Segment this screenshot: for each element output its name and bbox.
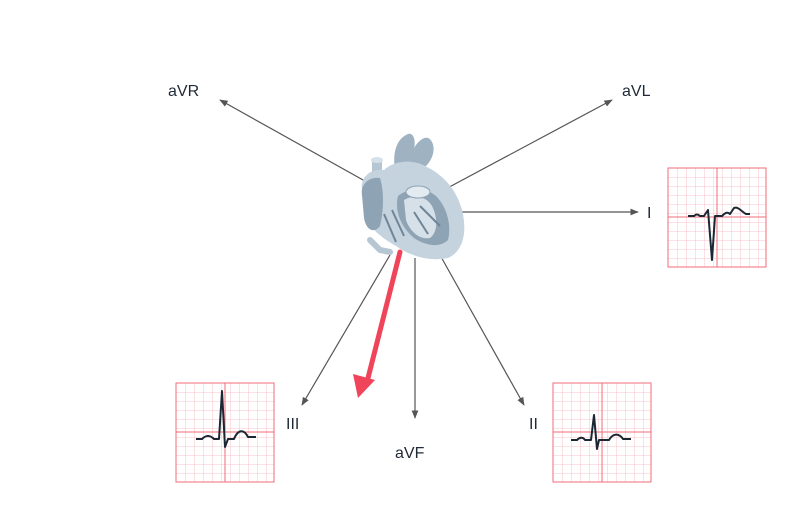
- ecg-trace: [571, 414, 631, 450]
- ecg-strip-lead-iii: [175, 382, 275, 483]
- cardiac-axis-arrow: [353, 249, 403, 398]
- i-label: I: [647, 205, 651, 222]
- iii-label: III: [286, 416, 299, 433]
- avl-label: aVL: [622, 83, 651, 100]
- ecg-strip-lead-i: [667, 167, 767, 268]
- ecg-strip-lead-ii: [552, 382, 652, 483]
- avr-lead-line: [219, 99, 373, 186]
- ecg-trace: [688, 206, 750, 261]
- iii-lead-line: [301, 254, 391, 406]
- heart-icon: [361, 133, 465, 260]
- avr-label: aVR: [168, 83, 199, 100]
- avf-label: aVF: [395, 445, 425, 462]
- ii-lead-line: [439, 254, 525, 406]
- avl-lead-line: [439, 99, 613, 193]
- ii-label: II: [529, 416, 538, 433]
- ecg-trace: [196, 390, 256, 448]
- lead-lines: [219, 99, 639, 419]
